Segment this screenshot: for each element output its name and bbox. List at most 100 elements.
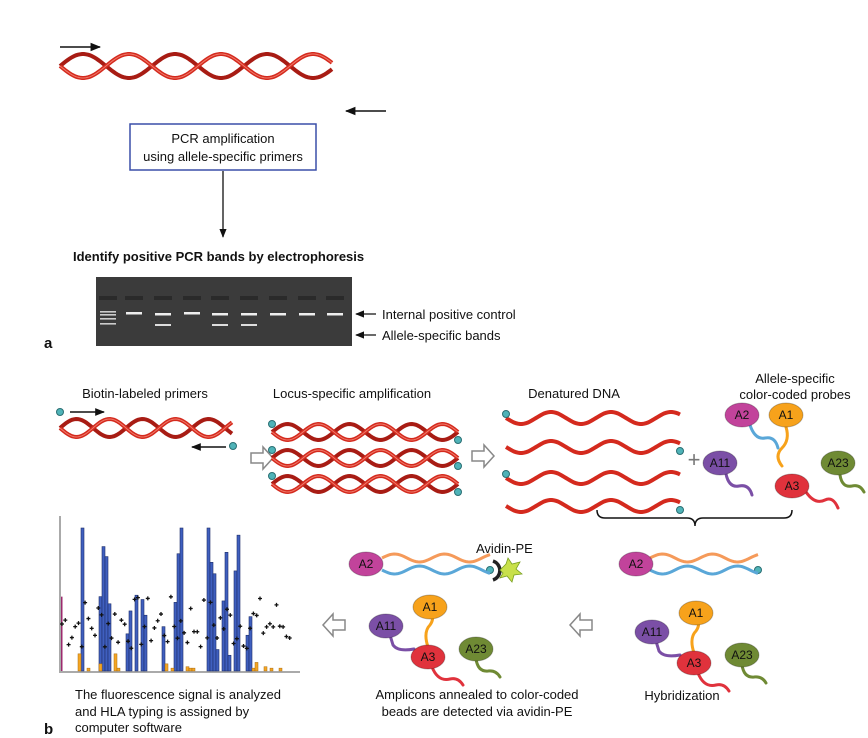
- background-bar: [185, 666, 190, 672]
- bead-label-a2: A2: [359, 557, 374, 571]
- marker-bar: [61, 596, 63, 671]
- ladder-band: [100, 323, 116, 325]
- next-arrow-icon: [250, 445, 275, 471]
- bead-a3: [410, 644, 446, 670]
- signal-point: [188, 606, 193, 611]
- detection-caption-1: Amplicons annealed to color-coded: [375, 687, 578, 702]
- signal-point: [264, 624, 269, 629]
- ladder-band: [100, 318, 116, 320]
- signal-point: [89, 626, 94, 631]
- step-amplification-label: Locus-specific amplification: [273, 386, 431, 401]
- signal-point: [145, 596, 150, 601]
- background-bar: [164, 663, 169, 672]
- bead-label-a1: A1: [779, 408, 794, 422]
- control-band: [155, 313, 171, 316]
- signal-point: [76, 621, 81, 626]
- signal-point: [287, 635, 292, 640]
- signal-point: [218, 615, 223, 620]
- signal-point: [228, 613, 233, 618]
- signal-point: [155, 618, 160, 623]
- bead-label-a23: A23: [827, 456, 849, 470]
- signal-point: [281, 624, 286, 629]
- signal-point: [83, 600, 88, 605]
- biotin-icon: [268, 420, 276, 428]
- signal-bar: [143, 614, 148, 672]
- signal-point: [284, 634, 289, 639]
- signal-point: [185, 640, 190, 645]
- detection-caption-2: beads are detected via avidin-PE: [382, 704, 573, 719]
- signal-bar: [176, 553, 181, 672]
- control-band: [270, 313, 286, 316]
- signal-bar: [173, 602, 178, 672]
- gel-well: [240, 296, 258, 300]
- single-strand-dna: [504, 439, 681, 455]
- signal-point: [132, 597, 137, 602]
- signal-bar: [236, 534, 241, 672]
- biotin-icon: [268, 446, 276, 454]
- biotin-icon: [502, 470, 510, 478]
- probe-tail: [474, 657, 502, 679]
- background-bar: [278, 667, 283, 672]
- bead-label-a11: A11: [710, 456, 731, 470]
- avidin-icon: [492, 559, 502, 582]
- signal-point: [139, 642, 144, 647]
- signal-point: [238, 624, 243, 629]
- signal-point: [126, 639, 130, 644]
- hybridization-label: Hybridization: [644, 688, 719, 703]
- gel-well: [154, 296, 172, 300]
- probe-tail: [804, 490, 840, 510]
- signal-bar: [206, 527, 211, 672]
- signal-point: [254, 613, 259, 618]
- bead-a23: [820, 450, 856, 476]
- control-band: [212, 313, 228, 316]
- signal-point: [116, 640, 121, 645]
- signal-bar: [80, 527, 85, 672]
- signal-point: [129, 646, 134, 651]
- gel-image: [96, 277, 352, 346]
- control-band: [327, 313, 343, 316]
- probe-tail: [724, 472, 754, 497]
- panel-a: PCR amplification using allele-specific …: [44, 42, 516, 352]
- signal-point: [215, 636, 220, 641]
- signal-point: [93, 633, 97, 638]
- signal-point: [60, 622, 64, 627]
- bead-a1: [678, 600, 714, 626]
- analysis-caption-1: The fluorescence signal is analyzed: [75, 687, 281, 702]
- signal-point: [225, 607, 229, 612]
- probe-tail: [838, 473, 866, 494]
- signal-point: [142, 624, 147, 629]
- signal-bar: [233, 570, 238, 672]
- signal-point: [159, 612, 163, 617]
- biotin-icon: [454, 488, 462, 496]
- probe-tail: [740, 663, 768, 685]
- signal-bar: [134, 594, 139, 672]
- signal-point: [258, 596, 262, 601]
- signal-point: [182, 630, 187, 635]
- bead-label-a2: A2: [735, 408, 750, 422]
- signal-point: [73, 624, 78, 629]
- amplicon-strand: [381, 552, 491, 564]
- signal-bar: [104, 556, 109, 672]
- signal-bar: [215, 649, 220, 672]
- bead-a11: [702, 450, 738, 476]
- gel-well: [269, 296, 287, 300]
- bead-label-a3: A3: [785, 479, 800, 493]
- signal-point: [162, 633, 167, 638]
- signal-bar: [212, 573, 217, 672]
- probe-tail: [748, 423, 780, 450]
- signal-point: [106, 621, 111, 626]
- signal-bar: [227, 654, 232, 672]
- pcr-box: [129, 123, 317, 171]
- biotin-icon: [502, 410, 510, 418]
- signal-bar: [209, 562, 214, 672]
- probe-tail: [430, 665, 465, 687]
- bead-a2: [618, 551, 654, 577]
- analysis-caption-3: computer software: [75, 720, 182, 735]
- panel-a-letter: a: [44, 335, 53, 352]
- probes-label-2: color-coded probes: [739, 387, 851, 402]
- allele-band: [212, 324, 228, 326]
- gel-well: [99, 296, 117, 300]
- signal-bar: [107, 603, 112, 672]
- label-internal-control: Internal positive control: [382, 307, 516, 322]
- signal-point: [261, 631, 266, 636]
